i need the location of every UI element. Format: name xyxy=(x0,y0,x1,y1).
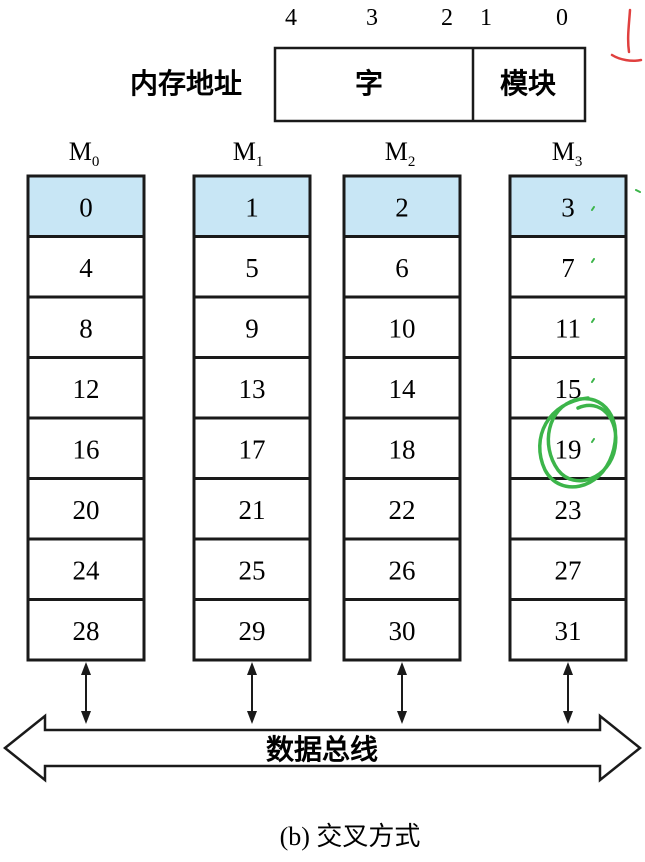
memory-cell xyxy=(508,174,628,238)
memory-cell xyxy=(342,598,462,662)
memory-cell-value: 22 xyxy=(389,495,416,525)
connector-arrowhead-down xyxy=(81,711,91,724)
connector-arrowhead-up xyxy=(81,662,91,675)
memory-module-column: 1 5 9 13 17 21 25 29 xyxy=(192,174,312,662)
memory-cell xyxy=(508,598,628,662)
module-field: 模块 xyxy=(500,67,556,100)
memory-cell-value: 27 xyxy=(555,555,582,585)
memory-cell xyxy=(192,416,312,480)
memory-cell-value: 12 xyxy=(73,374,100,404)
module-label-m1: M1 xyxy=(233,137,264,170)
memory-cell xyxy=(192,235,312,299)
memory-cell-value: 19 xyxy=(555,434,582,464)
memory-cell-value: 21 xyxy=(239,495,266,525)
memory-cell xyxy=(342,537,462,601)
connector-arrowhead-down xyxy=(247,711,257,724)
memory-cell xyxy=(26,477,146,541)
memory-cell-value: 28 xyxy=(73,616,100,646)
connector-arrowhead-up xyxy=(397,662,407,675)
data-bus-arrow xyxy=(2,713,643,783)
memory-cell-value: 30 xyxy=(389,616,416,646)
memory-cell xyxy=(26,537,146,601)
memory-cell-value: 10 xyxy=(389,313,416,343)
memory-cell xyxy=(26,356,146,420)
memory-cell-value: 29 xyxy=(239,616,266,646)
memory-cell-value: 11 xyxy=(555,313,581,343)
bit-number: 1 xyxy=(480,5,492,31)
memory-address-label: 内存地址 xyxy=(130,67,242,100)
bus-connectors xyxy=(81,662,573,724)
memory-cell-value: 9 xyxy=(245,313,259,343)
module-name: M xyxy=(552,137,575,166)
bit-number: 2 xyxy=(441,5,453,31)
module-subscript: 0 xyxy=(92,154,100,170)
green-tick-marks xyxy=(591,206,595,443)
address-box xyxy=(273,46,587,123)
memory-cell xyxy=(26,598,146,662)
memory-cell xyxy=(192,295,312,359)
bit-number: 3 xyxy=(366,5,378,31)
module-label-m2: M2 xyxy=(385,137,416,170)
memory-cell-value: 31 xyxy=(555,616,582,646)
green-tick-mark xyxy=(635,189,641,193)
memory-cell-value: 8 xyxy=(79,313,93,343)
module-label-m3: M3 xyxy=(552,137,583,170)
memory-cell-value: 18 xyxy=(389,434,416,464)
memory-cell-value: 7 xyxy=(561,253,575,283)
data-bus-label: 数据总线 xyxy=(266,733,378,766)
memory-cell-value: 13 xyxy=(239,374,266,404)
connector-arrowhead-up xyxy=(247,662,257,675)
module-name: M xyxy=(385,137,408,166)
memory-cell-value: 23 xyxy=(555,495,582,525)
module-subscript: 2 xyxy=(408,154,416,170)
memory-cell-value: 5 xyxy=(245,253,259,283)
memory-cell-value: 1 xyxy=(245,192,259,222)
memory-module-column: 0 4 8 12 16 20 24 28 xyxy=(26,174,146,662)
memory-modules: 0481216202428159131721252926101418222630… xyxy=(26,174,628,662)
memory-cell xyxy=(508,295,628,359)
module-subscript: 3 xyxy=(575,154,583,170)
memory-cell-value: 26 xyxy=(389,555,416,585)
memory-cell xyxy=(26,174,146,238)
memory-cell xyxy=(192,174,312,238)
memory-cell-value: 17 xyxy=(239,434,266,464)
memory-cell xyxy=(342,235,462,299)
memory-cell-value: 3 xyxy=(561,192,575,222)
memory-cell-value: 24 xyxy=(73,555,101,585)
module-subscript: 1 xyxy=(256,154,264,170)
green-circle-annotation xyxy=(538,396,618,489)
memory-cell-value: 16 xyxy=(73,434,100,464)
red-annotation-mark xyxy=(610,8,643,63)
connector-arrowhead-up xyxy=(563,662,573,675)
memory-cell xyxy=(192,356,312,420)
bit-number: 0 xyxy=(556,5,568,31)
memory-cell-value: 25 xyxy=(239,555,266,585)
memory-cell-value: 14 xyxy=(389,374,417,404)
memory-cell-value: 4 xyxy=(79,253,93,283)
module-name: M xyxy=(69,137,92,166)
memory-cell-value: 6 xyxy=(395,253,409,283)
bit-number: 4 xyxy=(285,5,297,31)
memory-cell xyxy=(26,416,146,480)
memory-cell-value: 20 xyxy=(73,495,100,525)
module-label-m0: M0 xyxy=(69,137,100,170)
memory-cell xyxy=(342,174,462,238)
memory-cell xyxy=(192,598,312,662)
memory-cell xyxy=(508,537,628,601)
memory-cell-value: 0 xyxy=(79,192,93,222)
memory-cell-value: 2 xyxy=(395,192,409,222)
module-name: M xyxy=(233,137,256,166)
word-field: 字 xyxy=(355,67,383,100)
memory-cell xyxy=(192,477,312,541)
connector-arrowhead-down xyxy=(397,711,407,724)
connector-arrowhead-down xyxy=(563,711,573,724)
figure-caption: (b) 交叉方式 xyxy=(280,822,421,851)
